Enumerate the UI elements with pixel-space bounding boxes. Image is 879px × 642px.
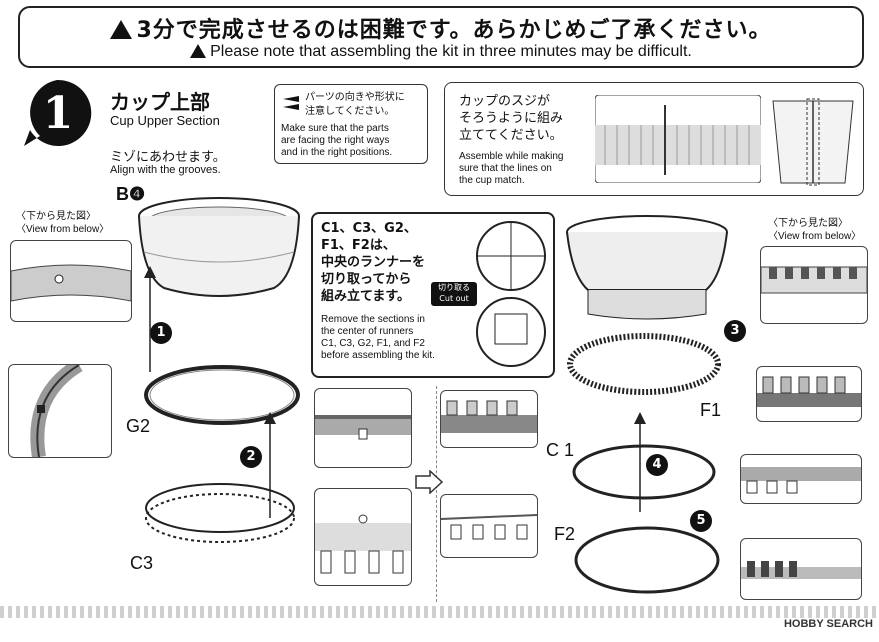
ring-part-c3 — [145, 483, 295, 543]
teeth-closeup-f2 — [440, 494, 538, 558]
section-divider — [436, 386, 437, 602]
warning-banner: 3分で完成させるのは困難です。あらかじめご了承ください。 Please note… — [18, 6, 864, 68]
part-label-b4: B❹ — [116, 184, 146, 204]
order-badge-2: 2 — [240, 446, 262, 468]
teeth-closeup-c1 — [440, 390, 538, 448]
bottom-view-detail-right — [760, 246, 868, 324]
cup-upper-part-b4 — [138, 197, 300, 297]
part-label-c1: C 1 — [546, 440, 575, 460]
hint-jp: ミゾにあわせます。 — [110, 150, 226, 165]
ring-part-f2 — [574, 526, 720, 594]
assembly-arrow-2 — [264, 412, 276, 518]
assembly-arrow-4 — [634, 412, 646, 512]
assembly-arrow-1 — [144, 266, 156, 372]
order-badge-1: 1 — [150, 322, 172, 344]
cup-assembly-right — [566, 215, 728, 320]
orientation-note: パーツの向きや形状に 注意してください。 Make sure that the … — [274, 84, 428, 164]
runner-instruction-jp: C1、C3、G2、 F1、F2は、 中央のランナーを 切り取ってから 組み立てま… — [321, 221, 426, 304]
order-badge-5: 5 — [690, 510, 712, 532]
part-label-f2: F2 — [554, 524, 576, 544]
orientation-note-en: Make sure that the parts are facing the … — [281, 123, 393, 158]
warning-text-en: Please note that assembling the kit in t… — [20, 42, 862, 61]
view-below-label-left: 〈下から見た図〉 〈View from below〉 — [16, 211, 110, 235]
watermark: HOBBY SEARCH — [783, 618, 873, 630]
groove-closeup-c1 — [740, 454, 862, 504]
orientation-note-jp: パーツの向きや形状に 注意してください。 — [305, 92, 405, 117]
part-label-c3: C3 — [130, 553, 154, 573]
ring-part-g2 — [144, 365, 300, 425]
warning-icon — [190, 44, 207, 58]
groove-closeup-g2 — [314, 388, 412, 468]
runner-instruction-box: C1、C3、G2、 F1、F2は、 中央のランナーを 切り取ってから 組み立てま… — [311, 212, 555, 378]
step-number-badge: 1 — [24, 79, 92, 146]
cup-side-closeup — [595, 95, 761, 183]
part-label-f1: F1 — [700, 400, 722, 420]
warning-icon — [110, 20, 133, 39]
teeth-closeup-f1 — [756, 366, 862, 422]
step-number: 1 — [43, 88, 74, 139]
hint-en: Align with the grooves. — [110, 164, 221, 176]
runner-diagram — [476, 221, 546, 367]
ring-g2-closeup — [8, 364, 112, 458]
flow-arrow-icon — [415, 470, 444, 494]
footer-stripes — [0, 606, 879, 618]
step-title-jp: カップ上部 — [110, 90, 210, 114]
ring-part-c1 — [572, 444, 716, 500]
cup-lines-note: カップのスジが そろうように組み 立ててください。 Assemble while… — [444, 82, 864, 196]
groove-closeup-c3 — [314, 488, 412, 586]
cup-full-view — [772, 98, 854, 186]
teeth-closeup-f2-right — [740, 538, 862, 600]
order-badge-4: 4 — [646, 454, 668, 476]
cut-out-label: 切り取る Cut out — [431, 282, 477, 306]
step-title-en: Cup Upper Section — [110, 113, 220, 128]
part-label-g2: G2 — [126, 416, 151, 436]
arrow-icon — [283, 96, 299, 110]
cup-lines-note-jp: カップのスジが そろうように組み 立ててください。 — [459, 94, 564, 143]
cup-lines-note-en: Assemble while making sure that the line… — [459, 151, 564, 186]
runner-instruction-en: Remove the sections in the center of run… — [321, 314, 435, 361]
view-below-label-right: 〈下から見た図〉 〈View from below〉 — [768, 218, 862, 242]
ring-part-f1 — [567, 333, 721, 395]
bottom-view-detail-left — [10, 240, 132, 322]
warning-text-jp: 3分で完成させるのは困難です。あらかじめご了承ください。 — [20, 12, 862, 44]
order-badge-3: 3 — [724, 320, 746, 342]
